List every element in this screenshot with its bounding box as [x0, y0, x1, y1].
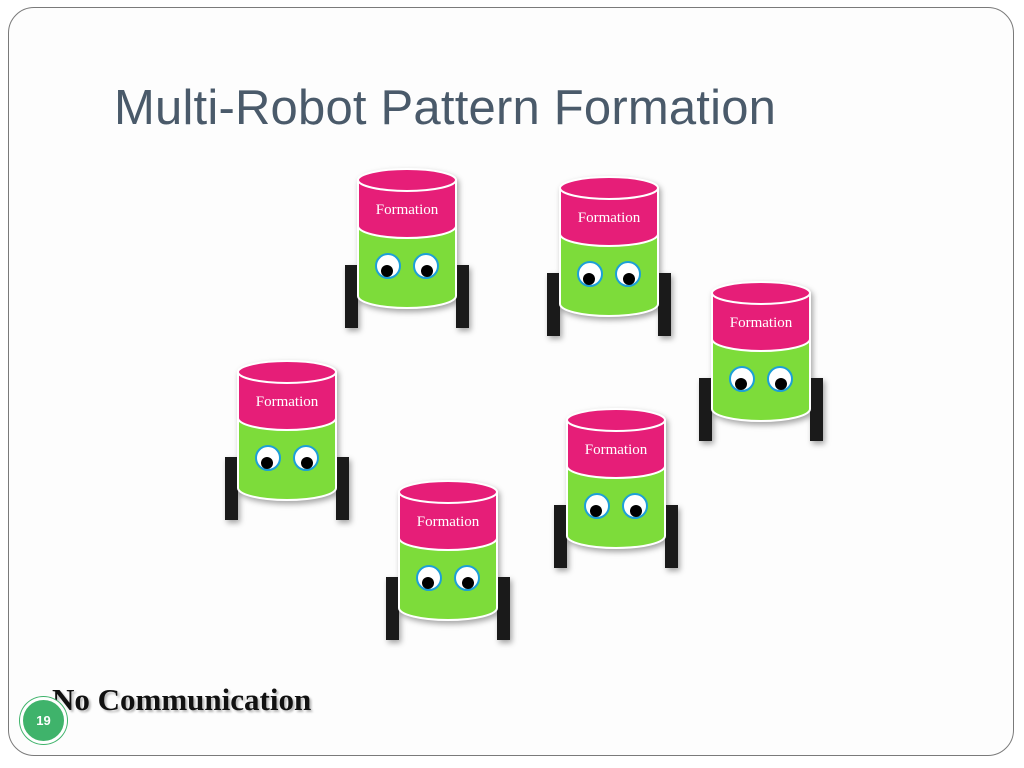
- robot-illustration: Formation: [547, 176, 671, 336]
- pupil-left: [381, 265, 393, 277]
- robot-6: Formation: [383, 480, 513, 645]
- robot-head: [357, 179, 457, 239]
- robot-label: Formation: [256, 394, 319, 410]
- robot-3: Formation: [696, 281, 826, 446]
- pupil-right: [630, 505, 642, 517]
- left-wheel: [547, 273, 560, 336]
- left-wheel: [386, 577, 399, 640]
- robot-illustration: Formation: [345, 168, 469, 328]
- pupil-right: [462, 577, 474, 589]
- robot-2: Formation: [544, 176, 674, 341]
- left-wheel: [699, 378, 712, 441]
- robot-head-top: [237, 360, 337, 384]
- robot-head: [237, 371, 337, 431]
- robot-head-top: [711, 281, 811, 305]
- right-wheel: [810, 378, 823, 441]
- right-wheel: [336, 457, 349, 520]
- robot-body: [237, 414, 337, 501]
- right-wheel: [665, 505, 678, 568]
- robot-head: [398, 491, 498, 551]
- robot-label: Formation: [417, 514, 480, 530]
- robot-body: [711, 335, 811, 422]
- left-wheel: [225, 457, 238, 520]
- robot-illustration: Formation: [554, 408, 678, 568]
- robot-head-top: [357, 168, 457, 192]
- pupil-right: [301, 457, 313, 469]
- left-wheel: [345, 265, 358, 328]
- robot-head-top: [559, 176, 659, 200]
- pupil-right: [623, 273, 635, 285]
- robot-1: Formation: [342, 168, 472, 333]
- robot-label: Formation: [578, 210, 641, 226]
- robot-illustration: Formation: [225, 360, 349, 520]
- robot-label: Formation: [730, 315, 793, 331]
- pupil-left: [261, 457, 273, 469]
- robot-5: Formation: [551, 408, 681, 573]
- pupil-left: [422, 577, 434, 589]
- robot-illustration: Formation: [699, 281, 823, 441]
- right-wheel: [658, 273, 671, 336]
- right-wheel: [456, 265, 469, 328]
- pupil-right: [421, 265, 433, 277]
- robot-4: Formation: [222, 360, 352, 525]
- slide-title: Multi-Robot Pattern Formation: [114, 81, 777, 135]
- pupil-left: [735, 378, 747, 390]
- robot-body: [357, 222, 457, 309]
- robot-body: [398, 534, 498, 621]
- page-number-badge: 19: [20, 697, 67, 744]
- robot-body: [559, 230, 659, 317]
- robot-label: Formation: [585, 442, 648, 458]
- slide-frame: [8, 7, 1014, 756]
- robot-head-top: [566, 408, 666, 432]
- right-wheel: [497, 577, 510, 640]
- robot-body: [566, 462, 666, 549]
- robot-label: Formation: [376, 202, 439, 218]
- robot-head: [711, 292, 811, 352]
- robot-head-top: [398, 480, 498, 504]
- pupil-left: [583, 273, 595, 285]
- robot-illustration: Formation: [386, 480, 510, 640]
- pupil-left: [590, 505, 602, 517]
- robot-head: [559, 187, 659, 247]
- robot-head: [566, 419, 666, 479]
- caption-no-communication: No Communication: [52, 682, 312, 717]
- left-wheel: [554, 505, 567, 568]
- pupil-right: [775, 378, 787, 390]
